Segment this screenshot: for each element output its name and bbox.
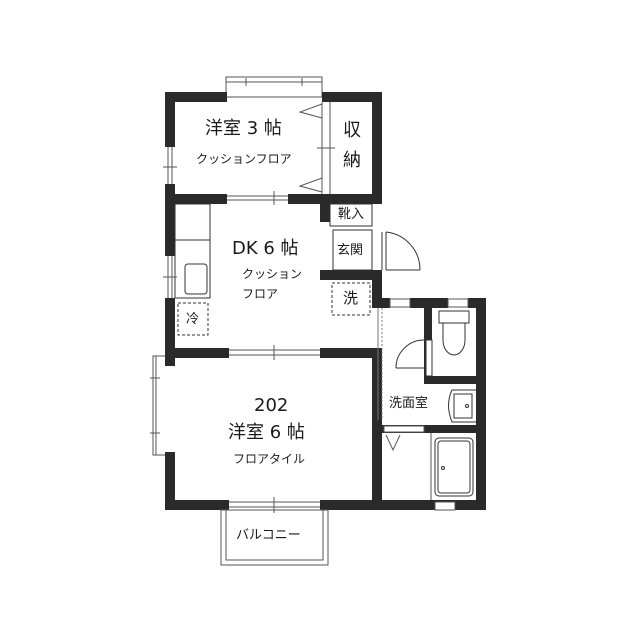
- storage-label-2: 納: [343, 150, 361, 171]
- room-label-western-6: 洋室 6 帖: [228, 422, 305, 443]
- room-label-western-3: 洋室 3 帖: [205, 118, 282, 139]
- room-label-dk: DK 6 帖: [232, 238, 299, 259]
- sliding-door-3jo: [227, 191, 288, 205]
- washbasin: [448, 389, 476, 423]
- left-window-dk: [163, 256, 177, 298]
- entrance-area: [329, 203, 421, 271]
- balcony: [220, 509, 329, 566]
- balcony-label: バルコニー: [236, 528, 301, 543]
- balcony-window: [229, 497, 320, 513]
- entrance-label: 玄関: [337, 243, 364, 258]
- flooring-label-western-6: フロアタイル: [233, 452, 306, 466]
- flooring-label-western-3: クッションフロア: [196, 152, 292, 166]
- washroom-label: 洗面室: [389, 396, 429, 411]
- flooring-label-dk-2: フロア: [242, 287, 279, 301]
- small-windows: [389, 298, 469, 511]
- refrigerator-space: [177, 302, 209, 336]
- washroom-door: [377, 308, 383, 420]
- bathtub: [434, 437, 474, 497]
- flooring-label-dk-1: クッション: [242, 267, 303, 281]
- washer-label: 洗: [343, 289, 359, 307]
- left-window-3jo: [163, 147, 177, 184]
- left-window-6jo: [150, 355, 165, 456]
- bath-door: [383, 425, 432, 500]
- toilet: [395, 310, 470, 377]
- sliding-door-dk: [229, 345, 320, 360]
- top-window: [225, 76, 323, 98]
- storage-label-1: 収: [343, 120, 361, 141]
- unit-number: 202: [254, 395, 289, 416]
- kitchen-counter: [174, 203, 211, 299]
- fridge-label: 冷: [186, 312, 200, 327]
- shoe-storage-label: 靴入: [338, 207, 365, 222]
- closet-doors: [298, 102, 335, 194]
